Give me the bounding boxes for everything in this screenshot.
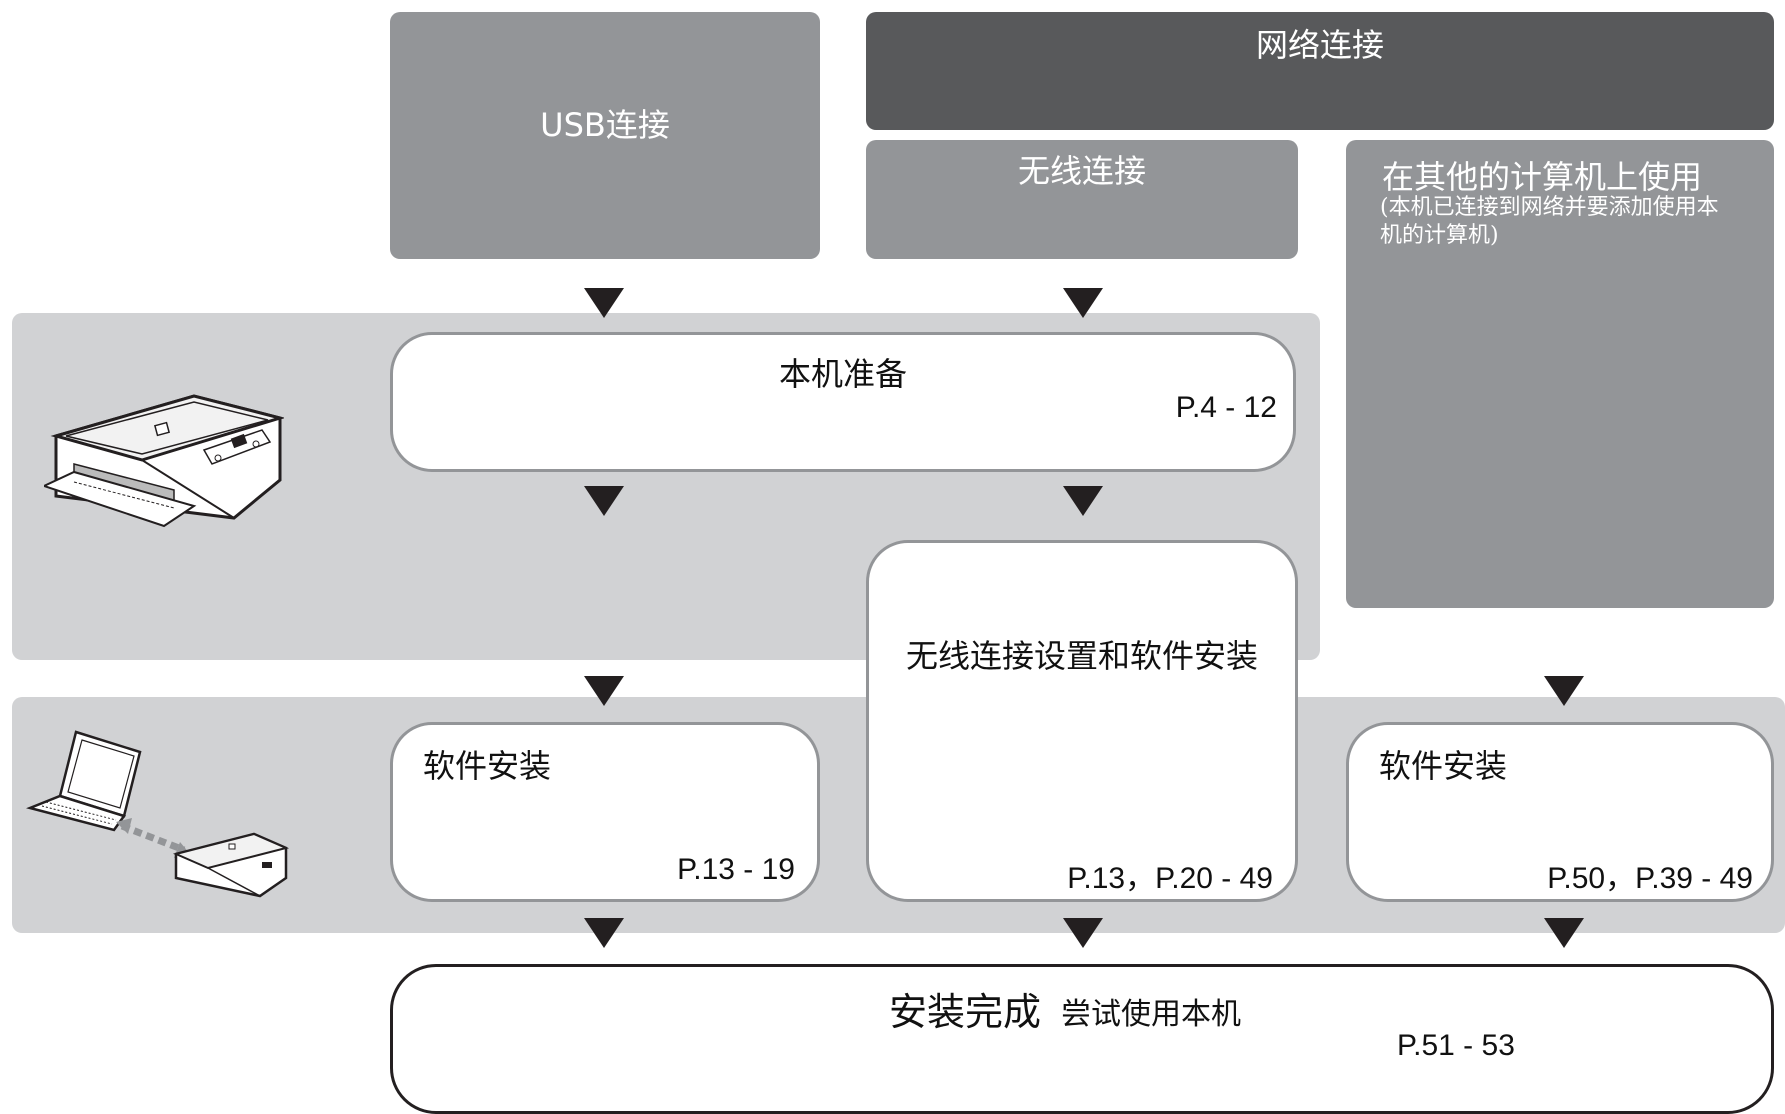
arrow-down-icon — [584, 676, 624, 706]
usb-software-step-page-ref: P.13 - 19 — [677, 853, 795, 886]
arrow-down-icon — [1063, 288, 1103, 318]
other-computer-title: 在其他的计算机上使用 — [1382, 158, 1703, 196]
laptop-printer-connection-illustration — [24, 726, 294, 898]
arrow-down-icon — [1063, 918, 1103, 948]
complete-step-box: 安装完成 尝试使用本机 P.51 - 53 — [390, 964, 1774, 1114]
arrow-down-icon — [584, 288, 624, 318]
wireless-setup-step-title: 无线连接设置和软件安装 — [905, 637, 1258, 675]
arrow-down-icon — [584, 486, 624, 516]
wireless-connection-label: 无线连接 — [1017, 152, 1146, 190]
usb-connection-label: USB连接 — [540, 106, 670, 144]
complete-step-title: 安装完成 — [889, 990, 1042, 1034]
network-connection-label: 网络连接 — [1255, 26, 1384, 64]
arrow-down-icon — [1063, 486, 1103, 516]
arrow-down-icon — [584, 918, 624, 948]
prepare-step-title: 本机准备 — [778, 355, 907, 393]
prepare-step-box: 本机准备 P.4 - 12 — [390, 332, 1296, 472]
network-connection-header: 网络连接 — [866, 12, 1774, 130]
other-software-step-box: 软件安装 P.50，P.39 - 49 — [1346, 722, 1774, 902]
complete-step-subtitle: 尝试使用本机 — [1061, 997, 1241, 1032]
wireless-setup-step-box: 无线连接设置和软件安装 P.13，P.20 - 49 — [866, 540, 1298, 902]
usb-software-step-title: 软件安装 — [423, 747, 552, 785]
other-software-step-title: 软件安装 — [1379, 747, 1508, 785]
wireless-setup-step-page-ref: P.13，P.20 - 49 — [1067, 862, 1273, 895]
complete-step-page-ref: P.51 - 53 — [1397, 1029, 1515, 1062]
arrow-down-icon — [1544, 676, 1584, 706]
prepare-step-page-ref: P.4 - 12 — [1175, 391, 1277, 424]
usb-software-step-box: 软件安装 P.13 - 19 — [390, 722, 820, 902]
arrow-down-icon — [1544, 918, 1584, 948]
wireless-connection-header: 无线连接 — [866, 140, 1298, 259]
other-computer-note: (本机已连接到网络并要添加使用本机的计算机) — [1380, 195, 1719, 248]
other-computer-header: 在其他的计算机上使用 (本机已连接到网络并要添加使用本机的计算机) — [1346, 140, 1774, 608]
usb-connection-header: USB连接 — [390, 12, 820, 259]
other-software-step-page-ref: P.50，P.39 - 49 — [1547, 862, 1753, 895]
printer-illustration — [44, 378, 284, 528]
